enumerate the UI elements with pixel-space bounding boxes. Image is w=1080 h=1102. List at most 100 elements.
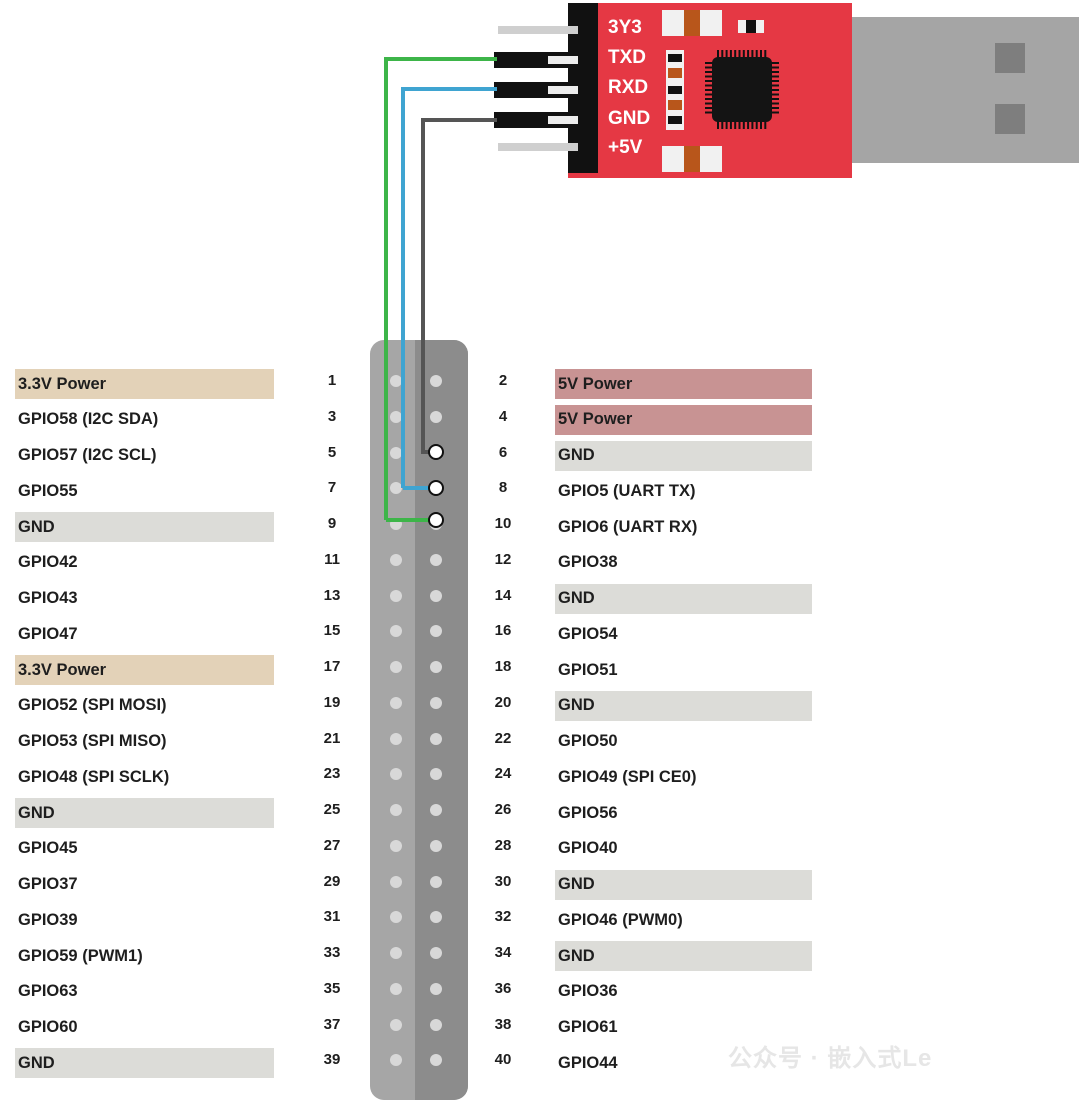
pin-17-number: 17 [323, 658, 341, 675]
pin-27-label: GPIO45 [18, 839, 78, 858]
pin-26-number: 26 [494, 801, 512, 818]
pin-21-hole [390, 732, 402, 745]
pin-24-hole [430, 768, 442, 781]
pin-26-label: GPIO56 [558, 803, 618, 822]
pin-29-number: 29 [323, 872, 341, 890]
pin-39-hole [390, 1054, 402, 1067]
pin-1-hole [390, 375, 402, 387]
pin-22-hole [430, 732, 442, 745]
pin-37-label: GPIO60 [18, 1018, 78, 1036]
usb-plug-window [995, 43, 1025, 73]
smd-components [662, 10, 764, 172]
watermark: 公众号 · 嵌入式Le [728, 1045, 933, 1072]
pin-13-number: 13 [323, 586, 341, 604]
pin-16-hole [430, 625, 442, 638]
pin-33-label: GPIO59 (PWM1) [18, 946, 143, 965]
pin-11-hole [390, 553, 402, 566]
pin-8-label: GPIO5 (UART TX) [558, 481, 696, 500]
pin-25-number: 25 [323, 801, 341, 818]
pin-15-hole [390, 625, 402, 638]
pin-40-number: 40 [494, 1051, 512, 1069]
pin-4-label: 5V Power [555, 404, 812, 435]
pin-13-label: GPIO43 [18, 589, 78, 607]
gpio-header-even-column [415, 340, 468, 1100]
pin-7-hole [390, 482, 402, 495]
module-pin-gnd-label: GND [608, 108, 651, 129]
pin-17-label: 3.3V Power [15, 655, 274, 685]
pin-34-number: 34 [494, 944, 512, 961]
pin-15-label: GPIO47 [18, 624, 78, 643]
pin-30-number: 30 [494, 872, 512, 890]
chip [705, 50, 779, 129]
pin-32-number: 32 [494, 908, 512, 926]
pin-16-number: 16 [494, 622, 512, 640]
pin-10-connection [428, 512, 444, 528]
pin-32-hole [430, 911, 442, 924]
pin-27-number: 27 [323, 836, 341, 854]
pin-5-number: 5 [327, 443, 337, 461]
pin-18-number: 18 [494, 658, 512, 675]
pin-28-label: GPIO40 [558, 839, 618, 858]
pin-16-label: GPIO54 [558, 624, 618, 643]
pin-18-hole [430, 661, 442, 673]
pin-31-number: 31 [323, 908, 341, 926]
pin-33-number: 33 [323, 944, 341, 961]
pin-23-label: GPIO48 (SPI SCLK) [18, 767, 170, 786]
gpio-header [370, 340, 468, 1100]
pin-2-hole [430, 375, 442, 387]
pin-36-number: 36 [494, 979, 512, 997]
pin-6-label: GND [555, 440, 812, 471]
pin-15-number: 15 [323, 622, 341, 640]
pin-40-hole [430, 1054, 442, 1067]
pin-3-label: GPIO58 (I2C SDA) [18, 410, 159, 429]
pin-38-hole [430, 1018, 442, 1031]
pin-9-number: 9 [327, 515, 337, 532]
pin-8-connection [428, 480, 444, 496]
module-pin-rxd-label: RXD [608, 77, 649, 98]
pin-19-number: 19 [323, 693, 341, 711]
pin-11-label: GPIO42 [18, 553, 78, 572]
pin-20-number: 20 [494, 693, 512, 711]
pin-26-hole [430, 804, 442, 816]
pin-5-label: GPIO57 (I2C SCL) [18, 446, 157, 464]
pin-34-hole [430, 947, 442, 959]
pin-35-hole [390, 982, 402, 995]
pin-12-label: GPIO38 [558, 553, 618, 572]
pin-12-hole [430, 553, 442, 566]
pin-40-label: GPIO44 [558, 1053, 618, 1072]
wire-gray-end [421, 340, 436, 454]
pin-14-label: GND [555, 583, 812, 614]
pin-21-number: 21 [323, 729, 341, 747]
pin-19-label: GPIO52 (SPI MOSI) [18, 696, 167, 715]
pin-30-label: GND [555, 869, 812, 900]
pin-38-number: 38 [494, 1015, 512, 1033]
pin-8-number: 8 [498, 479, 508, 497]
pin-29-hole [390, 875, 402, 888]
pin-4-number: 4 [498, 407, 508, 425]
pin-28-number: 28 [494, 836, 512, 854]
pin-13-hole [390, 589, 402, 602]
pin-32-label: GPIO46 (PWM0) [558, 910, 683, 929]
module-pin-5v-label: +5V [608, 137, 643, 158]
pin-22-number: 22 [494, 729, 512, 747]
pin-34-label: GND [555, 941, 812, 971]
usb-plug-window [995, 104, 1025, 134]
pin-9-label: GND [15, 512, 274, 542]
module-pin-txd-label: TXD [608, 47, 646, 68]
pin-7-label: GPIO55 [18, 481, 78, 500]
pin-3-number: 3 [327, 407, 337, 425]
pin-14-hole [430, 589, 442, 602]
pin-24-label: GPIO49 (SPI CE0) [558, 767, 697, 786]
pin-7-number: 7 [327, 479, 337, 497]
pin-24-number: 24 [494, 765, 512, 783]
pin-38-label: GPIO61 [558, 1018, 618, 1036]
pin-23-number: 23 [323, 765, 341, 783]
pin-11-number: 11 [324, 550, 340, 568]
pin-5-hole [390, 446, 402, 459]
pin-35-number: 35 [323, 979, 341, 997]
pin-37-number: 37 [323, 1015, 341, 1033]
pin-20-hole [430, 696, 442, 709]
pin-14-number: 14 [494, 586, 512, 604]
pin-3-hole [390, 410, 402, 423]
